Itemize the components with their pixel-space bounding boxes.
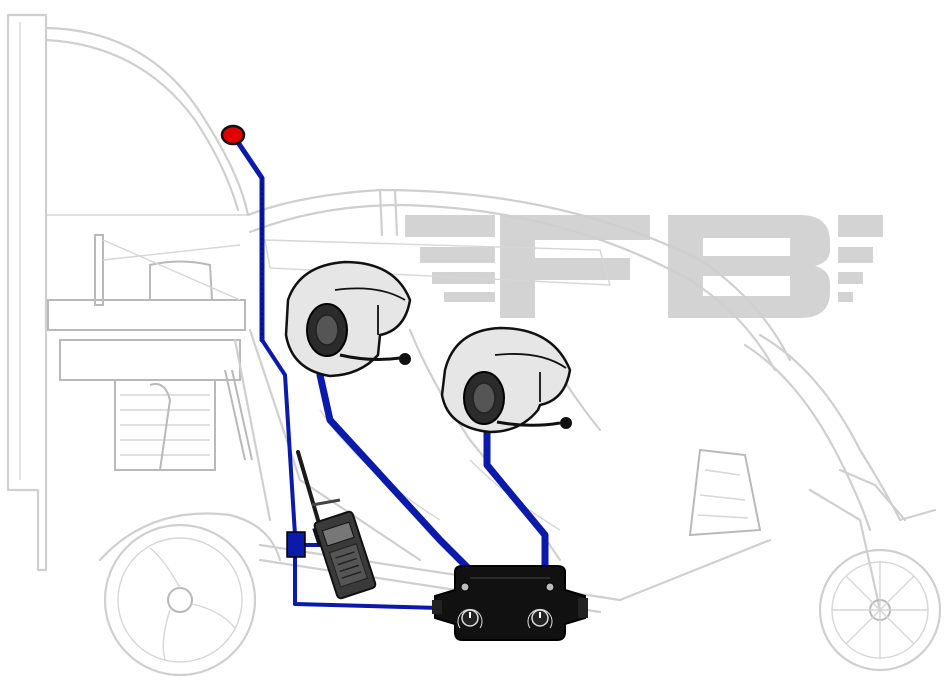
helmet-icon bbox=[284, 260, 412, 378]
helmet-pilot bbox=[284, 260, 412, 378]
intercom-box bbox=[432, 565, 588, 641]
volume-knob-icon bbox=[527, 608, 553, 629]
cables bbox=[230, 132, 549, 610]
handheld-radio bbox=[296, 450, 377, 600]
junction-box bbox=[286, 531, 306, 558]
front-wheel bbox=[818, 548, 942, 672]
volume-knob-icon bbox=[457, 608, 483, 629]
walkie-talkie-icon bbox=[296, 450, 377, 600]
intercom-icon bbox=[432, 565, 588, 641]
antenna-tip-icon bbox=[220, 124, 246, 146]
helmet-passenger bbox=[440, 326, 572, 434]
rear-wheel bbox=[98, 512, 282, 677]
antenna bbox=[220, 124, 246, 146]
helmet-icon bbox=[440, 326, 572, 434]
fb-logo-watermark: FB bbox=[405, 215, 883, 318]
